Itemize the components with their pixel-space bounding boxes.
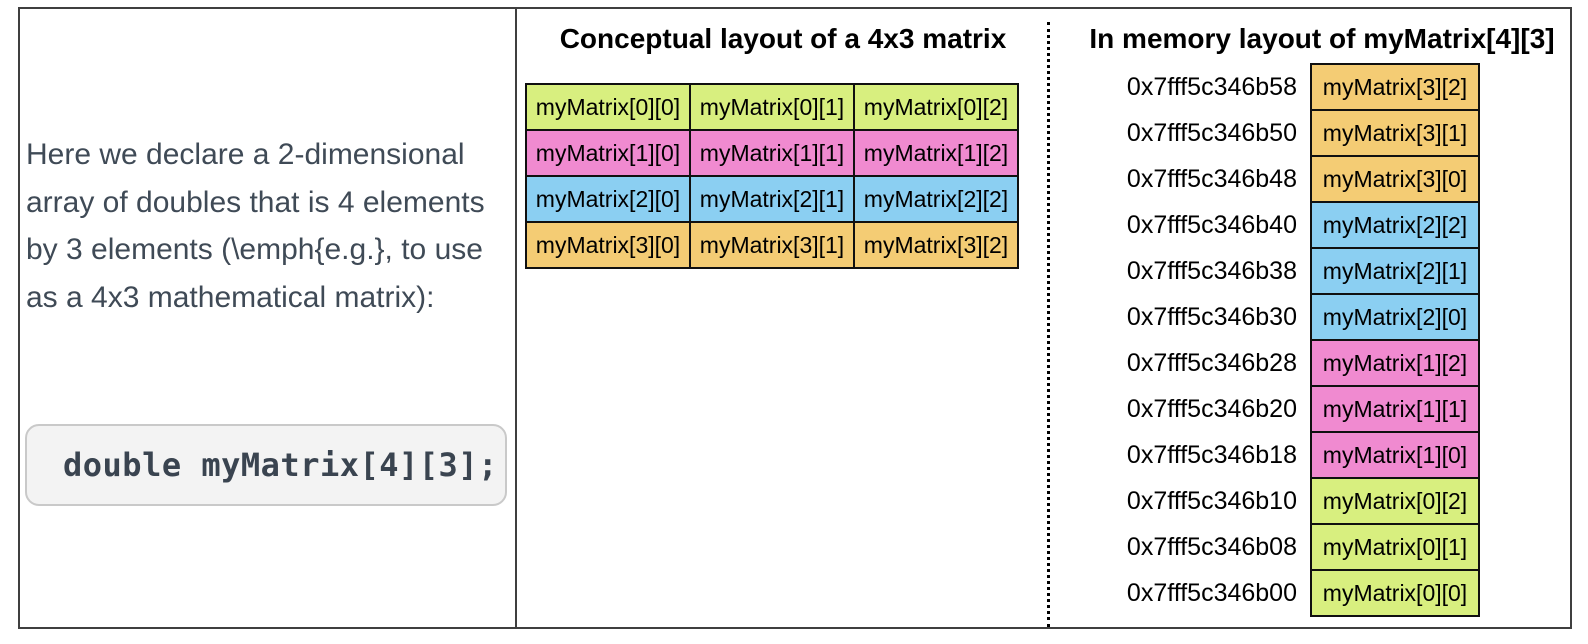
memory-address: 0x7fff5c346b00 [1126,578,1297,607]
conceptual-layout-panel: Conceptual layout of a 4x3 matrix myMatr… [519,9,1047,269]
matrix-cell: myMatrix[0][1] [691,85,853,129]
matrix-cell: myMatrix[2][1] [691,177,853,221]
memory-address: 0x7fff5c346b18 [1126,440,1297,469]
matrix-cell: myMatrix[3][0] [527,223,689,267]
memory-row: 0x7fff5c346b50 myMatrix[3][1] [1050,109,1570,157]
memory-row: 0x7fff5c346b48 myMatrix[3][0] [1050,155,1570,203]
memory-address: 0x7fff5c346b08 [1126,532,1297,561]
memory-cell: myMatrix[1][2] [1310,339,1480,387]
memory-address: 0x7fff5c346b58 [1126,72,1297,101]
memory-cell: myMatrix[2][2] [1310,201,1480,249]
memory-cell: myMatrix[1][1] [1310,385,1480,433]
memory-row: 0x7fff5c346b08 myMatrix[0][1] [1050,523,1570,571]
matrix-cell: myMatrix[1][0] [527,131,689,175]
explanation-panel: Here we declare a 2-dimensional array of… [20,9,517,627]
code-snippet-box: double myMatrix[4][3]; [25,424,507,506]
matrix-cell: myMatrix[1][1] [691,131,853,175]
memory-row: 0x7fff5c346b18 myMatrix[1][0] [1050,431,1570,479]
explanation-line: Here we declare a 2-dimensional [26,138,465,171]
memory-row: 0x7fff5c346b00 myMatrix[0][0] [1050,569,1570,617]
memory-address: 0x7fff5c346b38 [1126,256,1297,285]
explanation-text: Here we declare a 2-dimensional array of… [26,131,512,321]
memory-address: 0x7fff5c346b50 [1126,118,1297,147]
code-declaration: double myMatrix[4][3]; [63,446,498,484]
memory-address: 0x7fff5c346b20 [1126,394,1297,423]
conceptual-matrix-grid: myMatrix[0][0] myMatrix[0][1] myMatrix[0… [525,83,1019,269]
memory-address: 0x7fff5c346b10 [1126,486,1297,515]
conceptual-layout-title: Conceptual layout of a 4x3 matrix [559,23,1007,54]
memory-layout-title: In memory layout of myMatrix[4][3] [1089,23,1555,54]
memory-cell: myMatrix[3][0] [1310,155,1480,203]
matrix-cell: myMatrix[0][0] [527,85,689,129]
two-d-array-figure: Here we declare a 2-dimensional array of… [18,7,1572,629]
memory-row: 0x7fff5c346b20 myMatrix[1][1] [1050,385,1570,433]
memory-cell: myMatrix[2][1] [1310,247,1480,295]
memory-cell: myMatrix[3][1] [1310,109,1480,157]
matrix-cell: myMatrix[2][2] [855,177,1017,221]
memory-cell: myMatrix[0][0] [1310,569,1480,617]
matrix-cell: myMatrix[2][0] [527,177,689,221]
memory-address: 0x7fff5c346b28 [1126,348,1297,377]
memory-layout-panel: In memory layout of myMatrix[4][3] 0x7ff… [1050,9,1570,617]
matrix-cell: myMatrix[3][2] [855,223,1017,267]
explanation-line: array of doubles that is 4 elements [26,185,485,219]
memory-table: 0x7fff5c346b58 myMatrix[3][2] 0x7fff5c34… [1050,63,1570,617]
matrix-cell: myMatrix[3][1] [691,223,853,267]
memory-cell: myMatrix[1][0] [1310,431,1480,479]
matrix-cell: myMatrix[1][2] [855,131,1017,175]
memory-cell: myMatrix[0][1] [1310,523,1480,571]
memory-address: 0x7fff5c346b30 [1126,302,1297,331]
dotted-divider [1047,22,1050,627]
memory-cell: myMatrix[3][2] [1310,63,1480,111]
memory-address: 0x7fff5c346b48 [1126,164,1297,193]
memory-row: 0x7fff5c346b28 myMatrix[1][2] [1050,339,1570,387]
explanation-line: as a 4x3 mathematical matrix): [26,280,435,314]
memory-cell: myMatrix[0][2] [1310,477,1480,525]
memory-row: 0x7fff5c346b10 myMatrix[0][2] [1050,477,1570,525]
matrix-cell: myMatrix[0][2] [855,85,1017,129]
memory-cell: myMatrix[2][0] [1310,293,1480,341]
memory-row: 0x7fff5c346b38 myMatrix[2][1] [1050,247,1570,295]
memory-row: 0x7fff5c346b40 myMatrix[2][2] [1050,201,1570,249]
memory-address: 0x7fff5c346b40 [1126,210,1297,239]
explanation-line: by 3 elements (\emph{e.g.}, to use [26,233,483,266]
memory-row: 0x7fff5c346b30 myMatrix[2][0] [1050,293,1570,341]
memory-row: 0x7fff5c346b58 myMatrix[3][2] [1050,63,1570,111]
